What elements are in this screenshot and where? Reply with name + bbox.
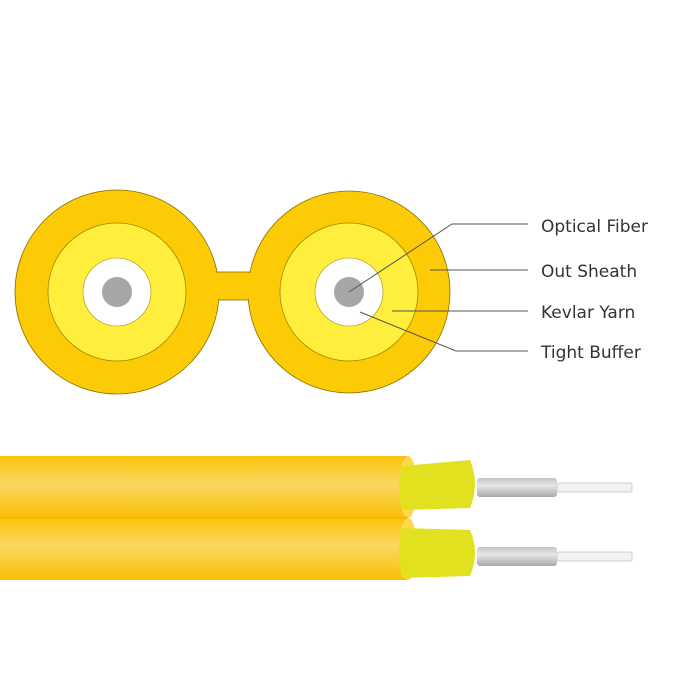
label-optical-fiber: Optical Fiber	[541, 217, 648, 237]
side-view-top-cable	[0, 456, 633, 518]
leader-lines	[348, 223, 528, 352]
label-tight-buffer: Tight Buffer	[540, 343, 641, 363]
jacket-bottom	[0, 518, 408, 580]
leader-optical-fiber	[348, 223, 528, 293]
side-view-bottom-cable	[0, 517, 633, 580]
fiber-left	[102, 277, 132, 307]
kevlar-top	[399, 460, 475, 510]
bridge-fill	[212, 273, 258, 299]
label-out-sheath: Out Sheath	[541, 262, 637, 282]
leader-tight-buffer	[359, 311, 528, 352]
fiber-bottom	[556, 551, 633, 562]
cross-section	[14, 189, 451, 395]
kevlar-bottom	[399, 528, 475, 578]
jacket-top	[0, 456, 408, 518]
buffer-tube-top	[477, 478, 557, 497]
fiber-top	[556, 482, 633, 493]
label-kevlar-yarn: Kevlar Yarn	[541, 303, 635, 323]
buffer-tube-bottom	[477, 547, 557, 566]
